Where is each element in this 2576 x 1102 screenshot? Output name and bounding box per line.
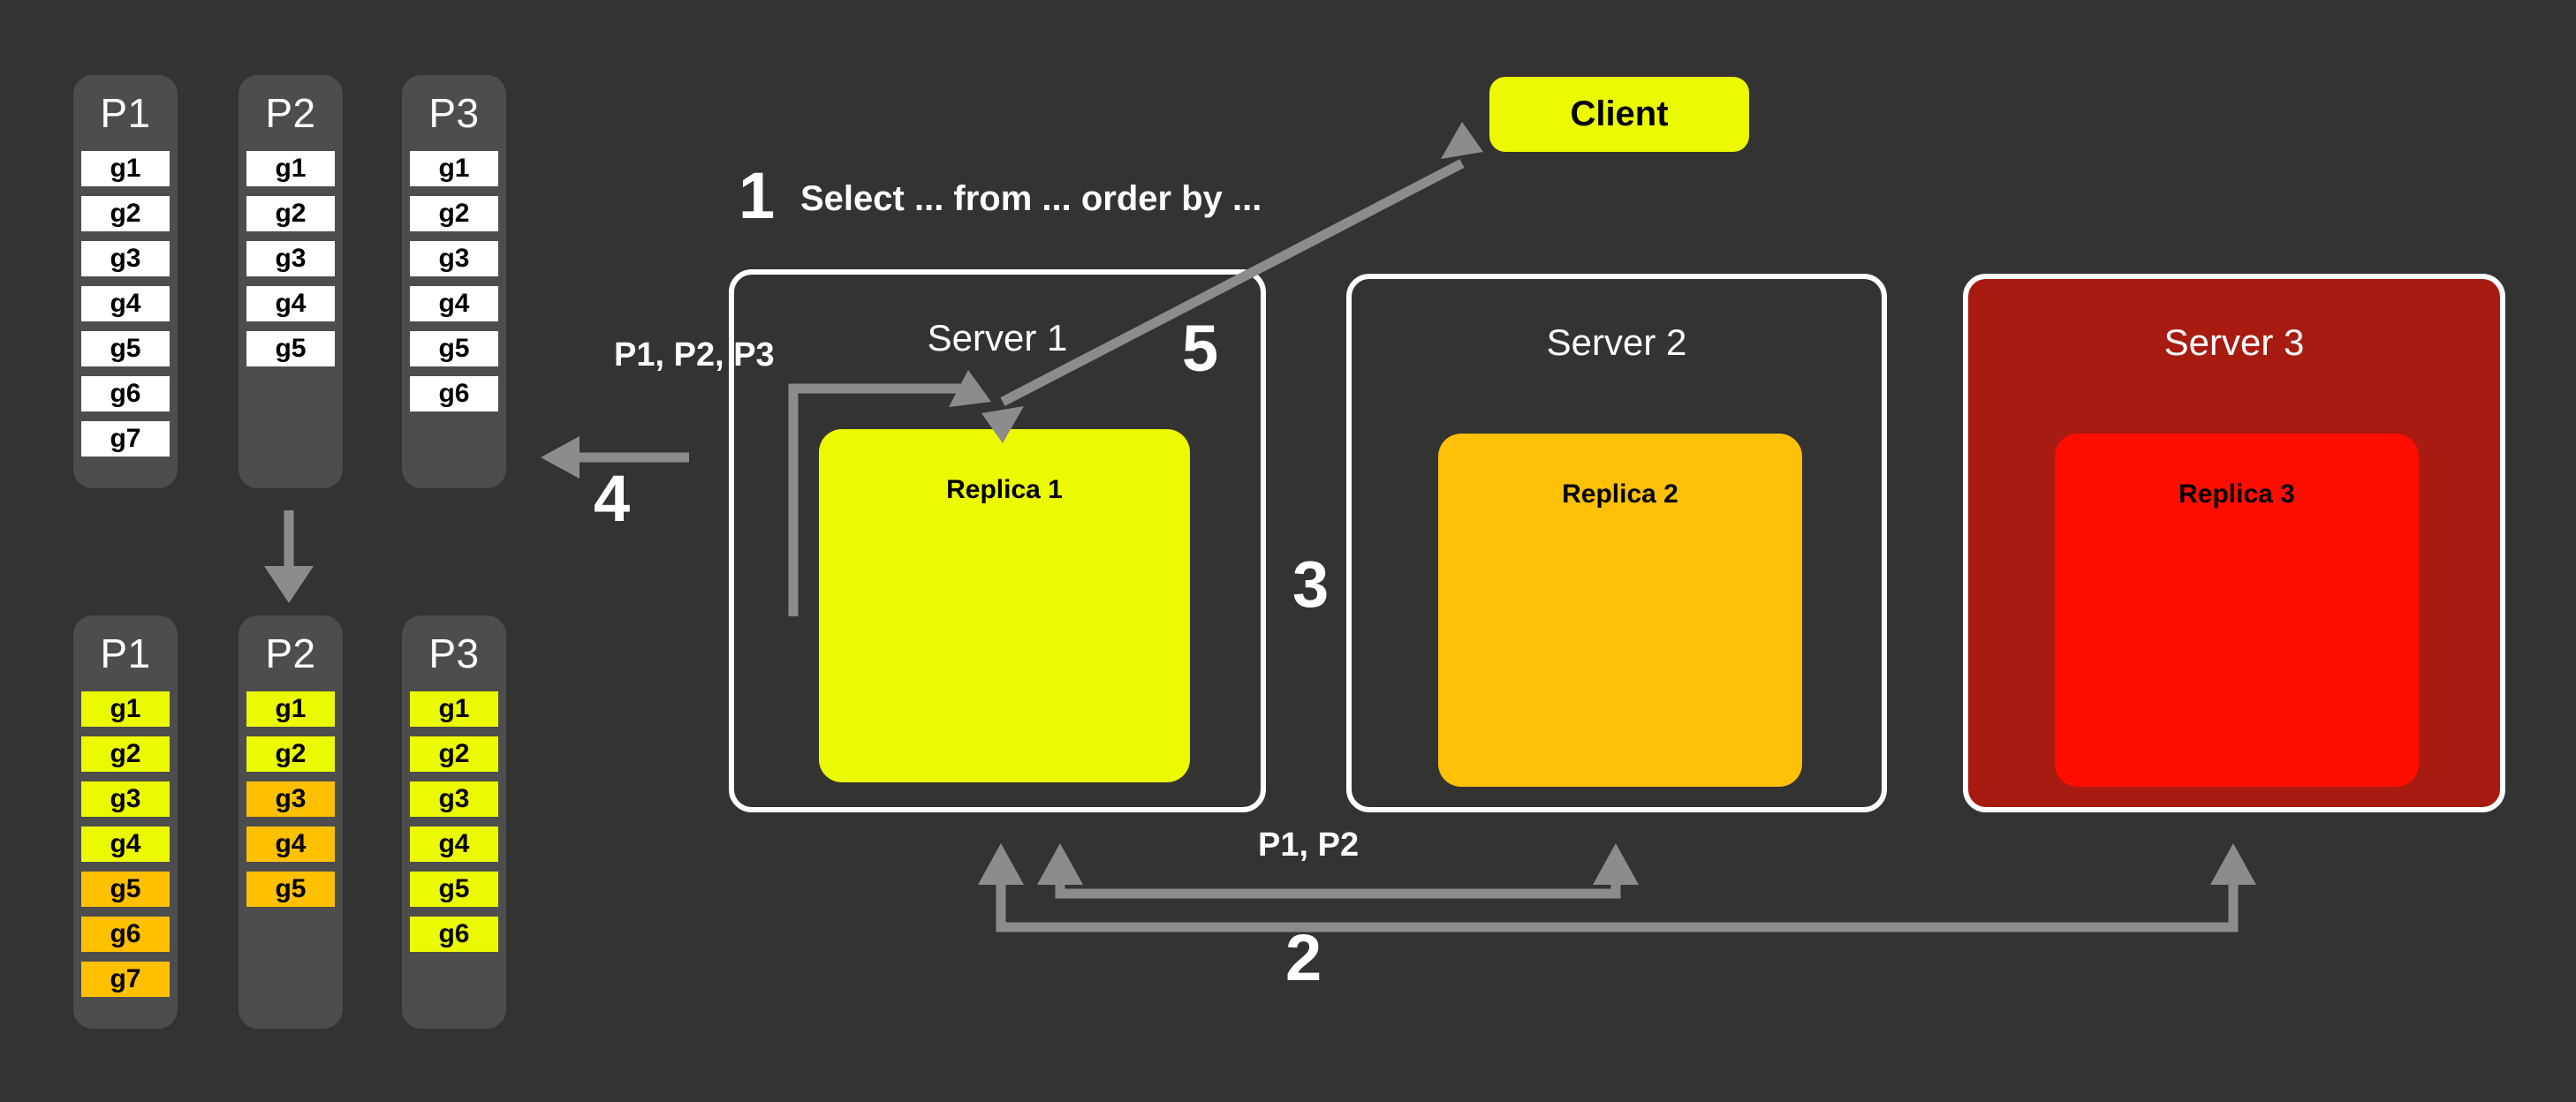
partition-column-p3-after: P3 g1 g2 g3 g4 g5 g6: [402, 615, 506, 1029]
partition-cell: g1: [81, 151, 170, 186]
partition-cell: g4: [246, 286, 335, 321]
server-2-box[interactable]: Server 2 Replica 2: [1346, 274, 1887, 812]
partition-column-p2-after: P2 g1 g2 g3 g4 g5: [239, 615, 343, 1029]
partition-cell: g7: [81, 962, 170, 997]
partition-title: P2: [265, 90, 316, 136]
replica-1-label: Replica 1: [946, 475, 1063, 504]
partition-cell: g4: [410, 826, 498, 862]
partition-cell: g6: [81, 376, 170, 411]
partition-cell: g5: [410, 872, 498, 907]
partition-cell: g1: [410, 691, 498, 727]
partition-cell: g5: [81, 872, 170, 907]
step-number-5: 5: [1182, 312, 1219, 385]
client-label: Client: [1570, 94, 1669, 133]
partition-cell: g1: [81, 691, 170, 727]
client-box[interactable]: Client: [1489, 77, 1749, 152]
partition-title: P1: [100, 90, 151, 136]
step-number-3: 3: [1292, 547, 1330, 621]
partition-cell: g6: [81, 917, 170, 952]
partition-cell: g3: [410, 781, 498, 817]
partition-cell: g2: [410, 736, 498, 772]
partition-cell: g2: [246, 196, 335, 231]
partition-column-p1-after: P1 g1 g2 g3 g4 g5 g6 g7: [73, 615, 178, 1029]
server-3-title: Server 3: [2163, 321, 2305, 363]
partition-cell: g1: [246, 691, 335, 727]
partition-cell: g5: [81, 331, 170, 366]
replica-3-box[interactable]: Replica 3: [2055, 434, 2419, 787]
replica-2-label: Replica 2: [1562, 479, 1678, 509]
replica-2-box[interactable]: Replica 2: [1438, 434, 1802, 787]
partition-cell: g3: [246, 781, 335, 817]
partition-cell: g5: [246, 872, 335, 907]
partition-title: P3: [428, 90, 480, 136]
partition-cell: g5: [410, 331, 498, 366]
replica-3-label: Replica 3: [2178, 479, 2295, 509]
partition-cell: g2: [81, 736, 170, 772]
partition-cell: g7: [81, 421, 170, 457]
step-number-1: 1: [739, 159, 776, 232]
partitions-p1p2-label: P1, P2: [1258, 826, 1360, 864]
partition-title: P3: [428, 630, 480, 676]
partition-column-p3-before: P3 g1 g2 g3 g4 g5 g6: [402, 75, 506, 488]
partitions-all-label: P1, P2, P3: [614, 336, 775, 374]
partition-column-p1-before: P1 g1 g2 g3 g4 g5 g6 g7: [73, 75, 178, 488]
partition-cell: g2: [410, 196, 498, 231]
replica-1-box[interactable]: Replica 1: [819, 429, 1190, 782]
partition-cell: g6: [410, 376, 498, 411]
partition-cell: g3: [81, 241, 170, 276]
partition-column-p2-before: P2 g1 g2 g3 g4 g5: [239, 75, 343, 488]
partition-cell: g1: [246, 151, 335, 186]
partition-cell: g3: [246, 241, 335, 276]
partition-cell: g4: [410, 286, 498, 321]
step-number-2: 2: [1285, 921, 1322, 994]
arrow-p2-down-icon: [264, 510, 314, 603]
partition-title: P2: [265, 630, 316, 676]
partition-cell: g2: [81, 196, 170, 231]
partition-cell: g4: [246, 826, 335, 862]
partition-title: P1: [100, 630, 151, 676]
partition-cell: g1: [410, 151, 498, 186]
arrow-step-2-server3-icon: [978, 843, 2256, 932]
server-3-box[interactable]: Server 3 Replica 3: [1963, 274, 2505, 812]
partition-cell: g2: [246, 736, 335, 772]
step-number-4: 4: [594, 462, 631, 535]
partition-cell: g5: [246, 331, 335, 366]
partition-cell: g6: [410, 917, 498, 952]
partition-cell: g3: [81, 781, 170, 817]
query-text-label: Select ... from ... order by ...: [800, 179, 1262, 218]
partition-cell: g4: [81, 286, 170, 321]
server-2-title: Server 2: [1546, 321, 1687, 363]
partition-cell: g4: [81, 826, 170, 862]
partition-cell: g3: [410, 241, 498, 276]
